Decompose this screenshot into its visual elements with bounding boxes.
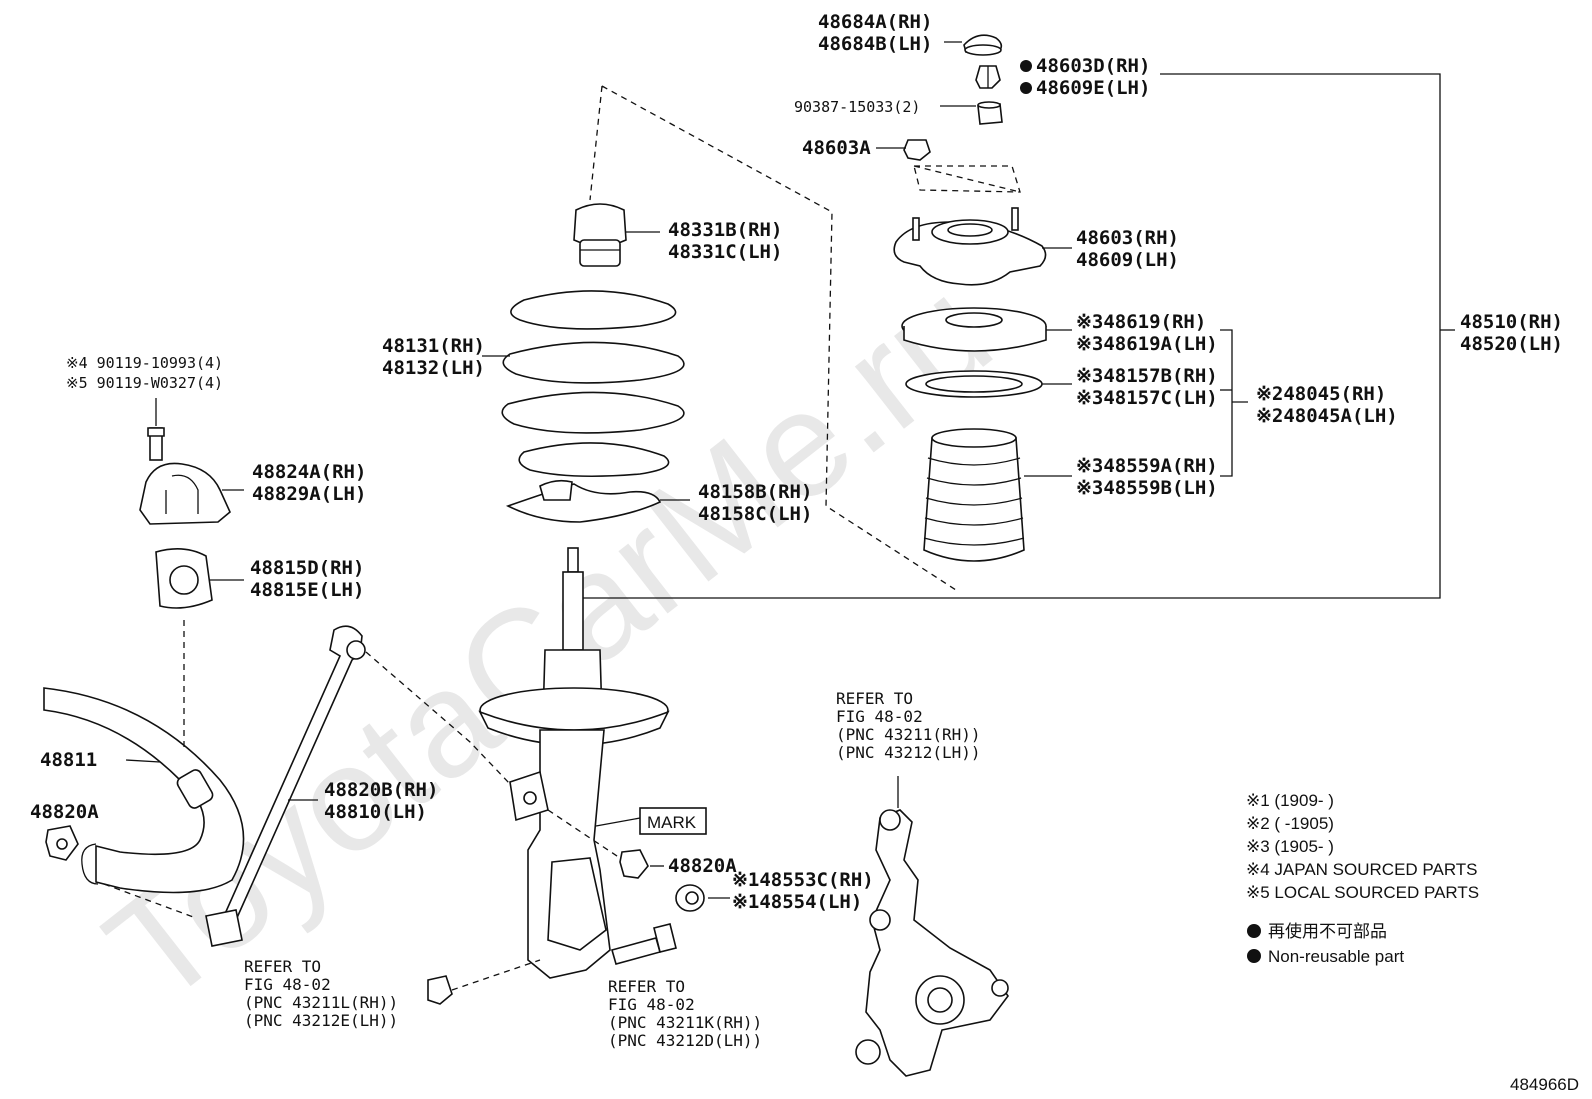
label-48609e: 48609E(LH) xyxy=(1036,77,1150,99)
label-48820b: 48820B(RH) xyxy=(324,779,438,801)
upper-support-part[interactable] xyxy=(893,207,1047,286)
label-48559b: ※348559B(LH) xyxy=(1076,477,1218,499)
nut-48820a-left-part[interactable] xyxy=(45,825,79,861)
legend-nonreuse-jp: 再使用不可部品 xyxy=(1268,921,1387,941)
non-reusable-dot-icon xyxy=(1020,82,1032,94)
stabilizer-link-part[interactable] xyxy=(205,625,366,947)
legend-dot-icon xyxy=(1247,924,1261,938)
legend-note-4: ※4 JAPAN SOURCED PARTS xyxy=(1246,860,1478,879)
coil-spring-part[interactable] xyxy=(501,290,685,478)
label-48158b: 48158B(RH) xyxy=(698,481,812,503)
svg-text:FIG 48-02: FIG 48-02 xyxy=(608,995,695,1014)
label-48510: 48510(RH) xyxy=(1460,311,1563,333)
label-90119-local: ※5 90119-W0327(4) xyxy=(66,374,223,392)
figure-code: 484966D xyxy=(1510,1075,1579,1094)
label-48609: 48609(LH) xyxy=(1076,249,1179,271)
cam-48553c-part[interactable] xyxy=(675,884,705,912)
svg-text:REFER TO: REFER TO xyxy=(244,957,321,976)
svg-text:(PNC 43211(RH)): (PNC 43211(RH)) xyxy=(836,725,981,744)
label-48820a-left: 48820A xyxy=(30,801,99,823)
svg-text:(PNC 43212E(LH)): (PNC 43212E(LH)) xyxy=(244,1011,398,1030)
nut-48603d-part[interactable] xyxy=(975,65,1001,89)
steering-knuckle-part[interactable] xyxy=(855,809,1009,1077)
label-48554: ※148554(LH) xyxy=(732,891,862,913)
label-48603d: 48603D(RH) xyxy=(1036,55,1150,77)
svg-text:(PNC 43211L(RH)): (PNC 43211L(RH)) xyxy=(244,993,398,1012)
legend-note-2: ※2 ( -1905) xyxy=(1246,814,1334,833)
label-48158c: 48158C(LH) xyxy=(698,503,812,525)
refer-knuckle: REFER TO FIG 48-02 (PNC 43211(RH)) (PNC … xyxy=(836,689,981,762)
svg-text:FIG 48-02: FIG 48-02 xyxy=(244,975,331,994)
stabilizer-bushing-part[interactable] xyxy=(155,548,213,609)
mark-label: MARK xyxy=(647,813,697,832)
label-48815e: 48815E(LH) xyxy=(250,579,364,601)
label-48331c: 48331C(LH) xyxy=(668,241,782,263)
legend: ※1 (1909- ) ※2 ( -1905) ※3 (1905- ) ※4 J… xyxy=(1246,791,1479,966)
non-reusable-dot-icon xyxy=(1020,60,1032,72)
stabilizer-bar-part[interactable] xyxy=(43,687,245,894)
refer-bolt: REFER TO FIG 48-02 (PNC 43211K(RH)) (PNC… xyxy=(608,977,762,1050)
label-48132: 48132(LH) xyxy=(382,357,485,379)
svg-text:REFER TO: REFER TO xyxy=(608,977,685,996)
bushing-bracket-part[interactable] xyxy=(139,427,231,525)
label-48520: 48520(LH) xyxy=(1460,333,1563,355)
link-nut-part[interactable] xyxy=(427,975,453,1005)
label-48811: 48811 xyxy=(40,749,97,771)
svg-text:REFER TO: REFER TO xyxy=(836,689,913,708)
dust-cap-part[interactable] xyxy=(963,34,1003,56)
bearing-part[interactable] xyxy=(905,370,1043,398)
label-48331b: 48331B(RH) xyxy=(668,219,782,241)
label-48815d: 48815D(RH) xyxy=(250,557,364,579)
svg-text:(PNC 43211K(RH)): (PNC 43211K(RH)) xyxy=(608,1013,762,1032)
collar-90387-part[interactable] xyxy=(977,101,1003,125)
mark-box xyxy=(639,807,707,835)
legend-note-3: ※3 (1905- ) xyxy=(1246,837,1334,856)
label-48559a: ※348559A(RH) xyxy=(1076,455,1218,477)
legend-dot-icon xyxy=(1247,949,1261,963)
label-90387: 90387-15033(2) xyxy=(794,98,920,116)
dust-boot-part[interactable] xyxy=(923,428,1025,562)
label-48619: ※348619(RH) xyxy=(1076,311,1206,333)
label-48603a: 48603A xyxy=(802,137,871,159)
label-48157c: ※348157C(LH) xyxy=(1076,387,1218,409)
label-48045: ※248045(RH) xyxy=(1256,383,1386,405)
refer-link: REFER TO FIG 48-02 (PNC 43211L(RH)) (PNC… xyxy=(244,957,398,1030)
label-48829a: 48829A(LH) xyxy=(252,483,366,505)
svg-text:(PNC 43212(LH)): (PNC 43212(LH)) xyxy=(836,743,981,762)
nut-48603a-part[interactable] xyxy=(903,139,931,161)
nut-48820a-right-part[interactable] xyxy=(619,849,649,879)
label-48131: 48131(RH) xyxy=(382,335,485,357)
label-48820a-right: 48820A xyxy=(668,855,737,877)
svg-text:FIG 48-02: FIG 48-02 xyxy=(836,707,923,726)
legend-nonreuse-en: Non-reusable part xyxy=(1268,947,1404,966)
legend-note-1: ※1 (1909- ) xyxy=(1246,791,1334,810)
lower-insulator-part[interactable] xyxy=(505,479,662,523)
label-48157b: ※348157B(RH) xyxy=(1076,365,1218,387)
svg-text:(PNC 43212D(LH)): (PNC 43212D(LH)) xyxy=(608,1031,762,1050)
label-48553c: ※148553C(RH) xyxy=(732,869,874,891)
legend-note-5: ※5 LOCAL SOURCED PARTS xyxy=(1246,883,1479,902)
label-48619a: ※348619A(LH) xyxy=(1076,333,1218,355)
bump-stop-part[interactable] xyxy=(573,203,627,267)
label-48824a: 48824A(RH) xyxy=(252,461,366,483)
strut-bolt-part[interactable] xyxy=(611,923,677,965)
label-48045a: ※248045A(LH) xyxy=(1256,405,1398,427)
label-90119-japan: ※4 90119-10993(4) xyxy=(66,354,223,372)
label-48684b: 48684B(LH) xyxy=(818,33,932,55)
strut-assembly-part[interactable] xyxy=(478,547,670,979)
label-48684a: 48684A(RH) xyxy=(818,11,932,33)
upper-spring-seat-part[interactable] xyxy=(901,307,1047,352)
label-48603: 48603(RH) xyxy=(1076,227,1179,249)
label-48810: 48810(LH) xyxy=(324,801,427,823)
